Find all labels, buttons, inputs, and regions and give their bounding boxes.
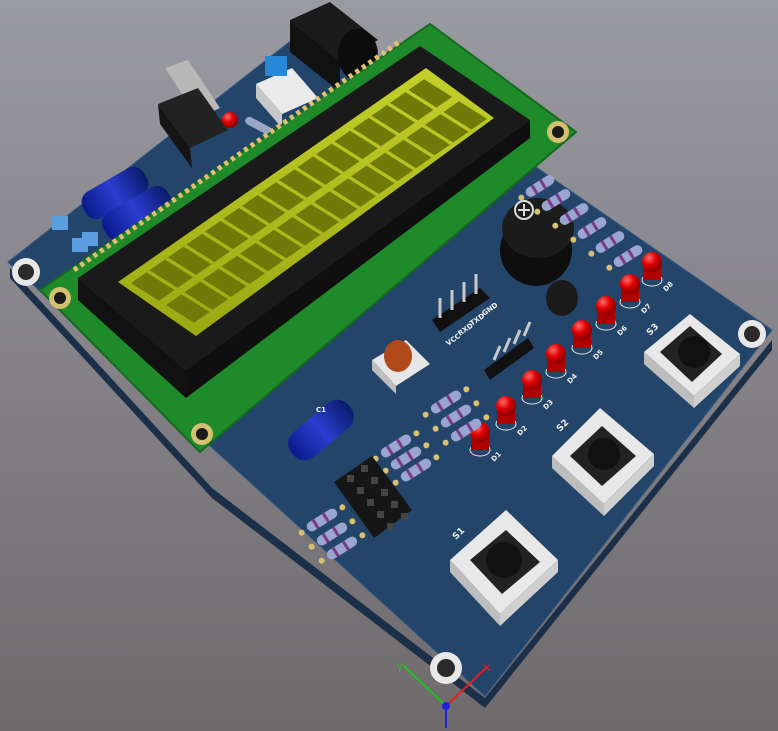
mounting-holes (12, 258, 766, 684)
lcd-cell (165, 294, 210, 323)
axis-gizmo: ✕ Y (395, 661, 492, 728)
lcd-cell (297, 156, 342, 185)
power-led (222, 112, 238, 128)
lcd-header (72, 37, 404, 273)
reset-button[interactable] (372, 340, 430, 394)
lcd-cell (221, 255, 266, 285)
power-switch[interactable] (256, 56, 318, 128)
lcd-cell (369, 152, 414, 182)
header-pin (367, 499, 374, 506)
resistor (606, 245, 643, 271)
lcd-character-cells (130, 79, 488, 323)
led-d3: D3 (521, 370, 555, 411)
transistor (546, 280, 578, 316)
header-pin (377, 511, 384, 518)
resistor (552, 203, 589, 229)
lcd-pcb-holes (49, 121, 569, 445)
capacitor-c1: C1 (288, 399, 354, 461)
resistor (318, 532, 366, 564)
lcd-cell (389, 92, 434, 121)
header-pin (361, 465, 368, 472)
lcd-cell (184, 281, 229, 310)
lcd-cell (371, 104, 416, 134)
resistor-array-middle (298, 386, 490, 564)
lcd-cell (239, 242, 284, 272)
led-d2: D2 (495, 396, 529, 437)
lcd-cell (315, 143, 360, 173)
lcd-cell (204, 220, 249, 250)
lcd-cell (202, 268, 247, 298)
header-pin (357, 487, 364, 494)
lcd-display (78, 46, 530, 398)
header-pin (371, 477, 378, 484)
lcd-cell (149, 259, 194, 288)
header-pin (391, 501, 398, 508)
switch-s2[interactable]: S2 (552, 408, 654, 516)
resistor (298, 504, 346, 536)
capacitor-left-1 (81, 166, 149, 220)
lcd-cell (313, 191, 358, 220)
lcd-cell (295, 204, 340, 233)
cap-label: C1 (316, 406, 326, 414)
lcd-cell (387, 139, 432, 169)
lcd-cell (408, 79, 453, 108)
lcd-cell (443, 101, 488, 130)
led-d5: D5 (571, 320, 605, 361)
lcd-cell (223, 207, 268, 237)
resistor (534, 189, 571, 215)
lcd-cell (424, 114, 469, 143)
resistor (588, 231, 625, 257)
header-pin (401, 513, 408, 520)
resistor (518, 175, 555, 201)
led-d8: D8 (641, 252, 675, 293)
lcd-cell (352, 117, 397, 147)
lcd-cell (278, 169, 323, 198)
lcd-glass (118, 68, 494, 336)
small-ceramic-caps (52, 216, 98, 252)
lcd-cell (350, 165, 395, 195)
lcd-cell (241, 195, 286, 224)
lcd-cell (260, 182, 305, 211)
capacitor-left-2 (101, 185, 173, 241)
resistor (308, 518, 356, 550)
resistor-array-right (518, 175, 643, 271)
resistor (422, 386, 470, 418)
lcd-cell (406, 126, 451, 156)
lcd-cell (276, 217, 321, 246)
isp-header-2x5 (334, 456, 412, 538)
resistor (442, 414, 490, 446)
voltage-regulator (158, 60, 228, 168)
svg-text:✕: ✕ (482, 661, 492, 675)
lcd-cell (332, 178, 377, 207)
header-pin (387, 523, 394, 530)
header-pin (347, 475, 354, 482)
lcd-cell (130, 272, 175, 301)
led-d7: D7 (619, 274, 653, 315)
resistor (382, 442, 430, 474)
svg-text:Y: Y (395, 661, 404, 675)
buzzer (500, 198, 574, 286)
resistor (372, 430, 420, 462)
program-header (484, 321, 534, 380)
lcd-cell (258, 229, 303, 259)
lcd-cell (334, 130, 379, 160)
resistor-top (245, 116, 273, 136)
resistor (432, 400, 480, 432)
resistor (570, 217, 607, 243)
header-pin (381, 489, 388, 496)
lcd-cell (186, 233, 231, 263)
dc-power-jack (290, 2, 378, 92)
lcd-cell (167, 246, 212, 276)
switch-s1[interactable]: S1 (450, 510, 558, 626)
resistor (392, 454, 440, 486)
